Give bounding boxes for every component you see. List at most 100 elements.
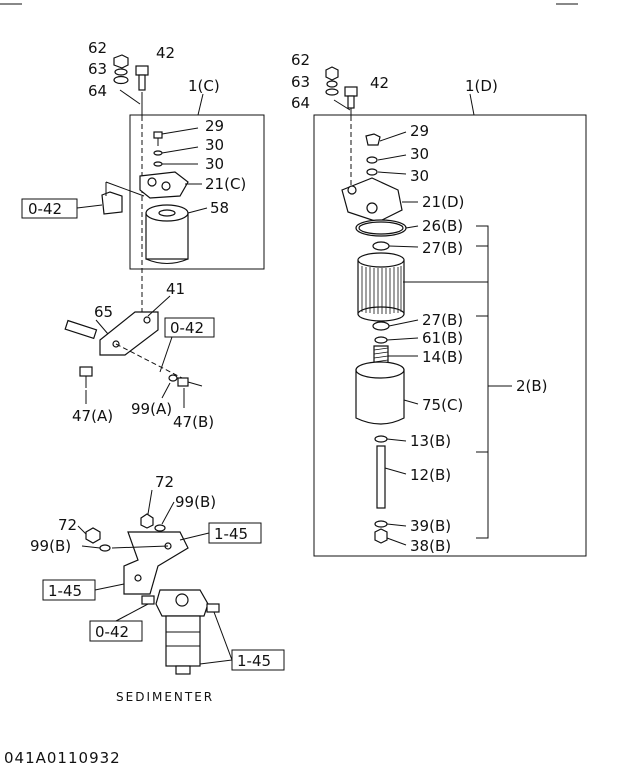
ref-leader-145-left [94, 583, 125, 591]
bracket-hole-2 [143, 316, 151, 324]
callout-42-r: 42 [370, 74, 389, 92]
ref-145-top: 1-45 [214, 525, 248, 543]
ref-042-mid: 0-42 [170, 319, 204, 337]
leader-38b [386, 537, 407, 546]
callout-14b: 14(B) [422, 348, 463, 366]
leader-64 [119, 89, 141, 105]
callout-29-r: 29 [410, 122, 429, 140]
washer-99bb [99, 544, 111, 552]
leader-72a [147, 489, 153, 515]
filter-assembly-1d [313, 66, 587, 557]
callout-1d: 1(D) [465, 77, 498, 95]
callout-21c: 21(C) [205, 175, 246, 193]
assembly-1d-frame [313, 114, 587, 557]
pin-65 [64, 319, 98, 340]
callout-72a: 72 [155, 473, 174, 491]
leader-41 [147, 295, 171, 317]
leader-64-r [333, 99, 351, 111]
leader-72b [77, 525, 87, 535]
callout-63: 63 [88, 60, 107, 78]
ref-145-left: 1-45 [48, 582, 82, 600]
callout-30-r2: 30 [410, 167, 429, 185]
drawing-code: 041A0110932 [4, 749, 121, 767]
nut-62 [113, 54, 129, 69]
element-pleats [361, 266, 402, 314]
leader-99bb [81, 545, 101, 549]
reference-labels: 0-42 0-42 1-45 1-45 0-42 1-45 [28, 200, 271, 670]
sed-outlet-fitting [206, 603, 220, 613]
head-port-1 [147, 177, 157, 187]
ref-leader-042-bottom [115, 603, 149, 622]
callout-12b: 12(B) [410, 466, 451, 484]
callout-63-r: 63 [291, 73, 310, 91]
washer-27b-1 [372, 241, 390, 251]
sed-inlet-fitting [141, 595, 155, 605]
center-bolt-12b [376, 445, 386, 509]
leader-12b [384, 467, 407, 475]
callout-64-r: 64 [291, 94, 310, 112]
washer-99ba [154, 524, 166, 532]
sed-drain-plug [175, 665, 191, 675]
filter-assembly-1c [21, 54, 265, 408]
callout-2b: 2(B) [516, 377, 548, 395]
nut-38b [374, 528, 388, 544]
element-bottom [357, 306, 405, 322]
leader-65 [95, 319, 109, 335]
ref-leader-145-bottom-a [213, 611, 233, 661]
oring-13b [374, 435, 388, 443]
head-port-2 [161, 181, 171, 191]
leader-39b [386, 523, 407, 527]
element-pleated [357, 259, 405, 315]
bolt-42-shank [138, 74, 146, 91]
callout-62: 62 [88, 39, 107, 57]
callout-99ba: 99(B) [175, 493, 216, 511]
bracket-plate [101, 191, 123, 215]
sed-axis-1 [111, 545, 169, 549]
leader-1d [469, 93, 475, 116]
callout-41: 41 [166, 280, 185, 298]
seal-26b-inner [358, 221, 404, 235]
leader-58 [187, 207, 208, 214]
sedimenter-caption: SEDIMENTER [116, 690, 214, 704]
head-d-port-2 [366, 202, 378, 214]
callout-99a: 99(A) [131, 400, 172, 418]
callout-27b-2: 27(B) [422, 311, 463, 329]
sedimenter-assembly [42, 489, 285, 675]
callout-labels: 62 63 64 42 1(C) 29 30 30 21(C) 58 41 65… [30, 39, 548, 555]
washer-30-r1 [366, 156, 378, 164]
callout-30b: 30 [205, 155, 224, 173]
callout-47b: 47(B) [173, 413, 214, 431]
callout-38b: 38(B) [410, 537, 451, 555]
filter-58-body [145, 212, 189, 260]
washer-30b [153, 161, 163, 167]
leader-30-r2 [377, 171, 407, 175]
washer-30-r2 [366, 168, 378, 176]
callout-42: 42 [156, 44, 175, 62]
leader-13b [386, 438, 407, 442]
callout-26b: 26(B) [422, 217, 463, 235]
leader-75c [403, 399, 419, 405]
washer-27b-2 [372, 321, 390, 331]
leader-99ba [161, 501, 175, 525]
ref-leader-145-bottom-b [199, 659, 233, 665]
head-d-port-1 [347, 185, 357, 195]
leader-30a [161, 146, 199, 154]
leader-99a [161, 382, 171, 399]
assembly-1c-frame [129, 114, 265, 270]
callout-1c: 1(C) [188, 77, 220, 95]
callout-99bb: 99(B) [30, 537, 71, 555]
bolt-42-r-head [344, 86, 358, 97]
sedimenter-bowl [165, 615, 201, 667]
bolt-47b-head [177, 377, 189, 387]
ref-box-042-left [21, 198, 78, 219]
filter-58-bottom [145, 258, 189, 264]
leader-30-r1 [377, 154, 407, 161]
element-top [357, 252, 405, 268]
oring-61b [374, 336, 388, 344]
callout-65: 65 [94, 303, 113, 321]
filter-head-21d [341, 177, 403, 223]
washer-63-r [326, 80, 338, 88]
bolt-47a-head [79, 366, 93, 377]
callout-75c: 75(C) [422, 396, 463, 414]
